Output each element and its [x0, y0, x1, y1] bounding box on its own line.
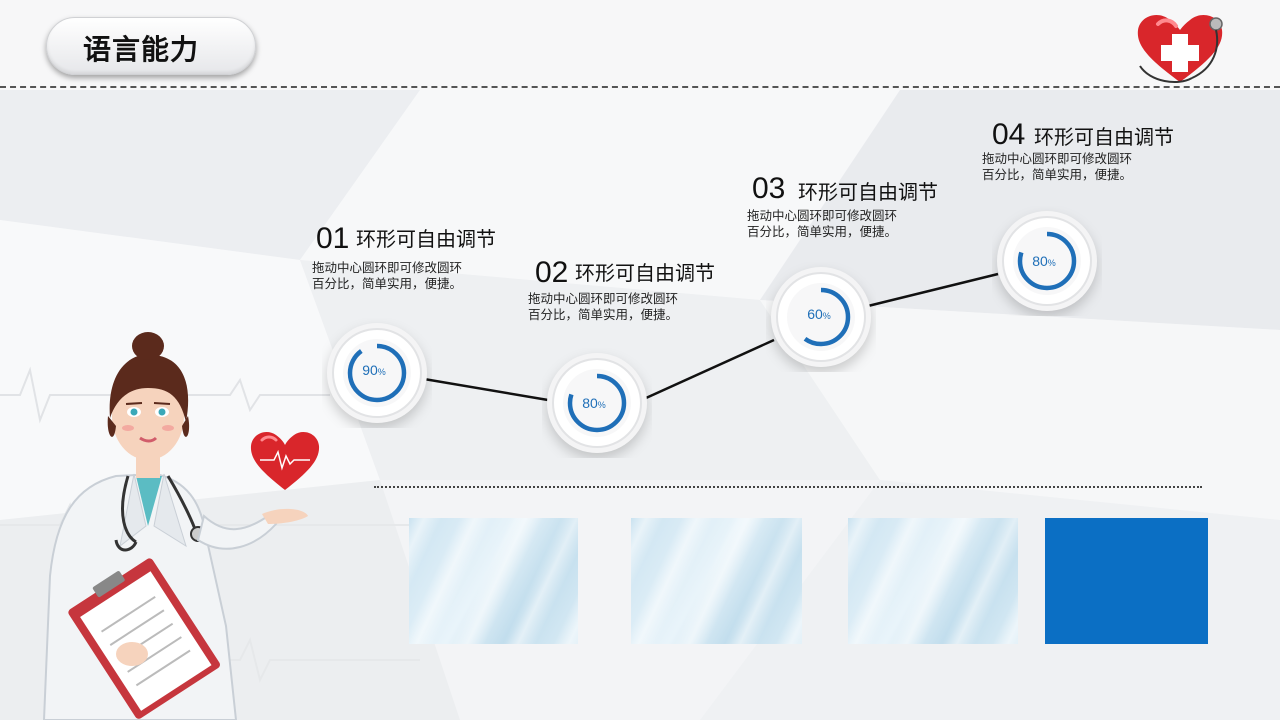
progress-ring-4[interactable]: 80%: [992, 206, 1102, 316]
svg-text:90%: 90%: [362, 362, 386, 378]
page-title: 语言能力: [83, 33, 200, 66]
item-1-number: 01: [316, 222, 350, 255]
progress-ring-1[interactable]: 90%: [322, 318, 432, 428]
item-3-number: 03: [752, 172, 786, 205]
item-1-desc-line2: 百分比，简单实用，便捷。: [312, 276, 463, 291]
item-3-title: 环形可自由调节: [798, 180, 938, 204]
item-1-desc-line1: 拖动中心圆环即可修改圆环: [312, 260, 463, 275]
item-2-number: 02: [535, 256, 569, 289]
ring-2-value: 80: [582, 395, 598, 411]
item-2-title: 环形可自由调节: [575, 261, 715, 285]
ring-3-percent-sign: %: [823, 311, 831, 321]
nurse-illustration: [42, 332, 308, 720]
image-placeholder-2[interactable]: [631, 518, 802, 644]
item-2-description: 拖动中心圆环即可修改圆环 百分比，简单实用，便捷。: [528, 291, 708, 323]
ring-4-value: 80: [1032, 253, 1048, 269]
item-2-desc-line2: 百分比，简单实用，便捷。: [528, 307, 679, 322]
medical-heart-icon: [1137, 15, 1223, 83]
ring-1-percent-sign: %: [378, 367, 386, 377]
progress-ring-2[interactable]: 80%: [542, 348, 652, 458]
image-placeholder-1[interactable]: [409, 518, 578, 644]
heartbeat-heart-icon: [250, 432, 320, 490]
ring-1-value: 90: [362, 362, 378, 378]
item-4-desc-line2: 百分比，简单实用，便捷。: [982, 167, 1133, 182]
svg-text:80%: 80%: [1032, 253, 1056, 269]
image-placeholder-3[interactable]: [848, 518, 1018, 644]
item-4-description: 拖动中心圆环即可修改圆环 百分比，简单实用，便捷。: [982, 151, 1162, 183]
item-2-desc-line1: 拖动中心圆环即可修改圆环: [528, 291, 679, 306]
svg-text:80%: 80%: [582, 395, 606, 411]
item-3-description: 拖动中心圆环即可修改圆环 百分比，简单实用，便捷。: [747, 208, 927, 240]
item-1-description: 拖动中心圆环即可修改圆环 百分比，简单实用，便捷。: [312, 260, 492, 292]
middle-divider: [374, 486, 1202, 488]
item-4-desc-line1: 拖动中心圆环即可修改圆环: [982, 151, 1133, 166]
ring-3-value: 60: [807, 306, 823, 322]
item-4-title: 环形可自由调节: [1034, 125, 1174, 149]
item-4-number: 04: [992, 118, 1026, 151]
item-1-title: 环形可自由调节: [356, 227, 496, 251]
top-divider: [0, 86, 1280, 88]
image-placeholder-4[interactable]: [1045, 518, 1208, 644]
item-3-desc-line1: 拖动中心圆环即可修改圆环: [747, 208, 898, 223]
ring-2-percent-sign: %: [598, 400, 606, 410]
item-3-desc-line2: 百分比，简单实用，便捷。: [747, 224, 898, 239]
svg-text:60%: 60%: [807, 306, 831, 322]
progress-ring-3[interactable]: 60%: [766, 262, 876, 372]
title-pill: [46, 17, 256, 75]
ring-4-percent-sign: %: [1048, 258, 1056, 268]
